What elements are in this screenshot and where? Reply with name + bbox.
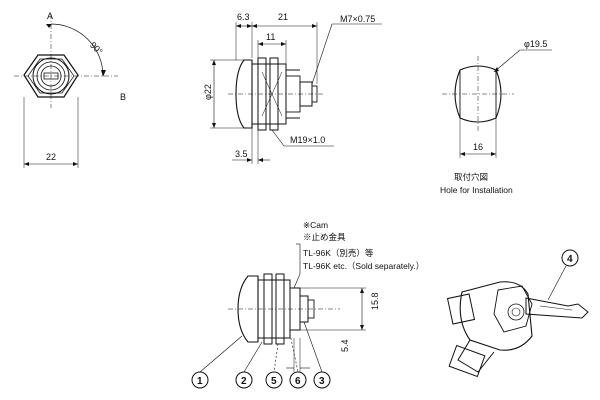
callout-6-label: 6 — [295, 376, 301, 387]
hole-caption-jp: 取付穴図 — [454, 172, 488, 182]
key-lock-body — [459, 281, 533, 351]
callout-4 — [561, 249, 579, 267]
hex-nut-outline — [23, 54, 79, 98]
callout-1-label: 1 — [197, 376, 203, 387]
callout-1 — [191, 371, 209, 389]
side-diameter: φ22 — [203, 84, 213, 100]
callout-6 — [289, 371, 307, 389]
note-cam: ※Cam — [303, 220, 328, 230]
assembly-dim-5-4: 5.4 — [340, 339, 350, 352]
note-tl96k-en: TL-96K etc.（Sold separately.） — [303, 261, 424, 271]
angle-arc — [50, 23, 104, 77]
callout-5 — [265, 371, 283, 389]
callout-5-label: 5 — [271, 376, 277, 387]
assembly-dim-15-8: 15.8 — [370, 292, 380, 310]
front-view — [14, 14, 118, 168]
hole-view — [442, 49, 552, 158]
front-width-dim: 22 — [46, 152, 56, 162]
hole-diameter: φ19.5 — [524, 39, 547, 49]
callout-4-label: 4 — [567, 254, 573, 265]
key-view — [446, 249, 589, 378]
callout-3 — [313, 371, 331, 389]
callout-2 — [235, 371, 253, 389]
callout-2-label: 2 — [241, 376, 247, 387]
side-dim-6-3: 6.3 — [237, 12, 250, 22]
front-label-a: A — [47, 11, 53, 21]
side-thread-m7: M7×0.75 — [340, 14, 375, 24]
side-dim-21: 21 — [278, 12, 288, 22]
key-blade — [525, 297, 589, 319]
side-dim-11: 11 — [266, 32, 275, 42]
side-thread-m19: M19×1.0 — [290, 135, 325, 145]
callout-3-label: 3 — [319, 376, 325, 387]
hole-width-dim: 16 — [473, 142, 483, 152]
front-label-b: B — [120, 92, 126, 102]
side-view — [210, 22, 382, 164]
assembly-view — [191, 243, 366, 389]
hole-caption-en: Hole for Installation — [440, 185, 513, 195]
note-stopper: ※止め金具 — [303, 232, 346, 242]
note-tl96k-jp: TL-96K（別売）等 — [303, 248, 374, 258]
assembly-cap — [237, 275, 259, 343]
side-dim-3-5: 3.5 — [235, 149, 248, 159]
